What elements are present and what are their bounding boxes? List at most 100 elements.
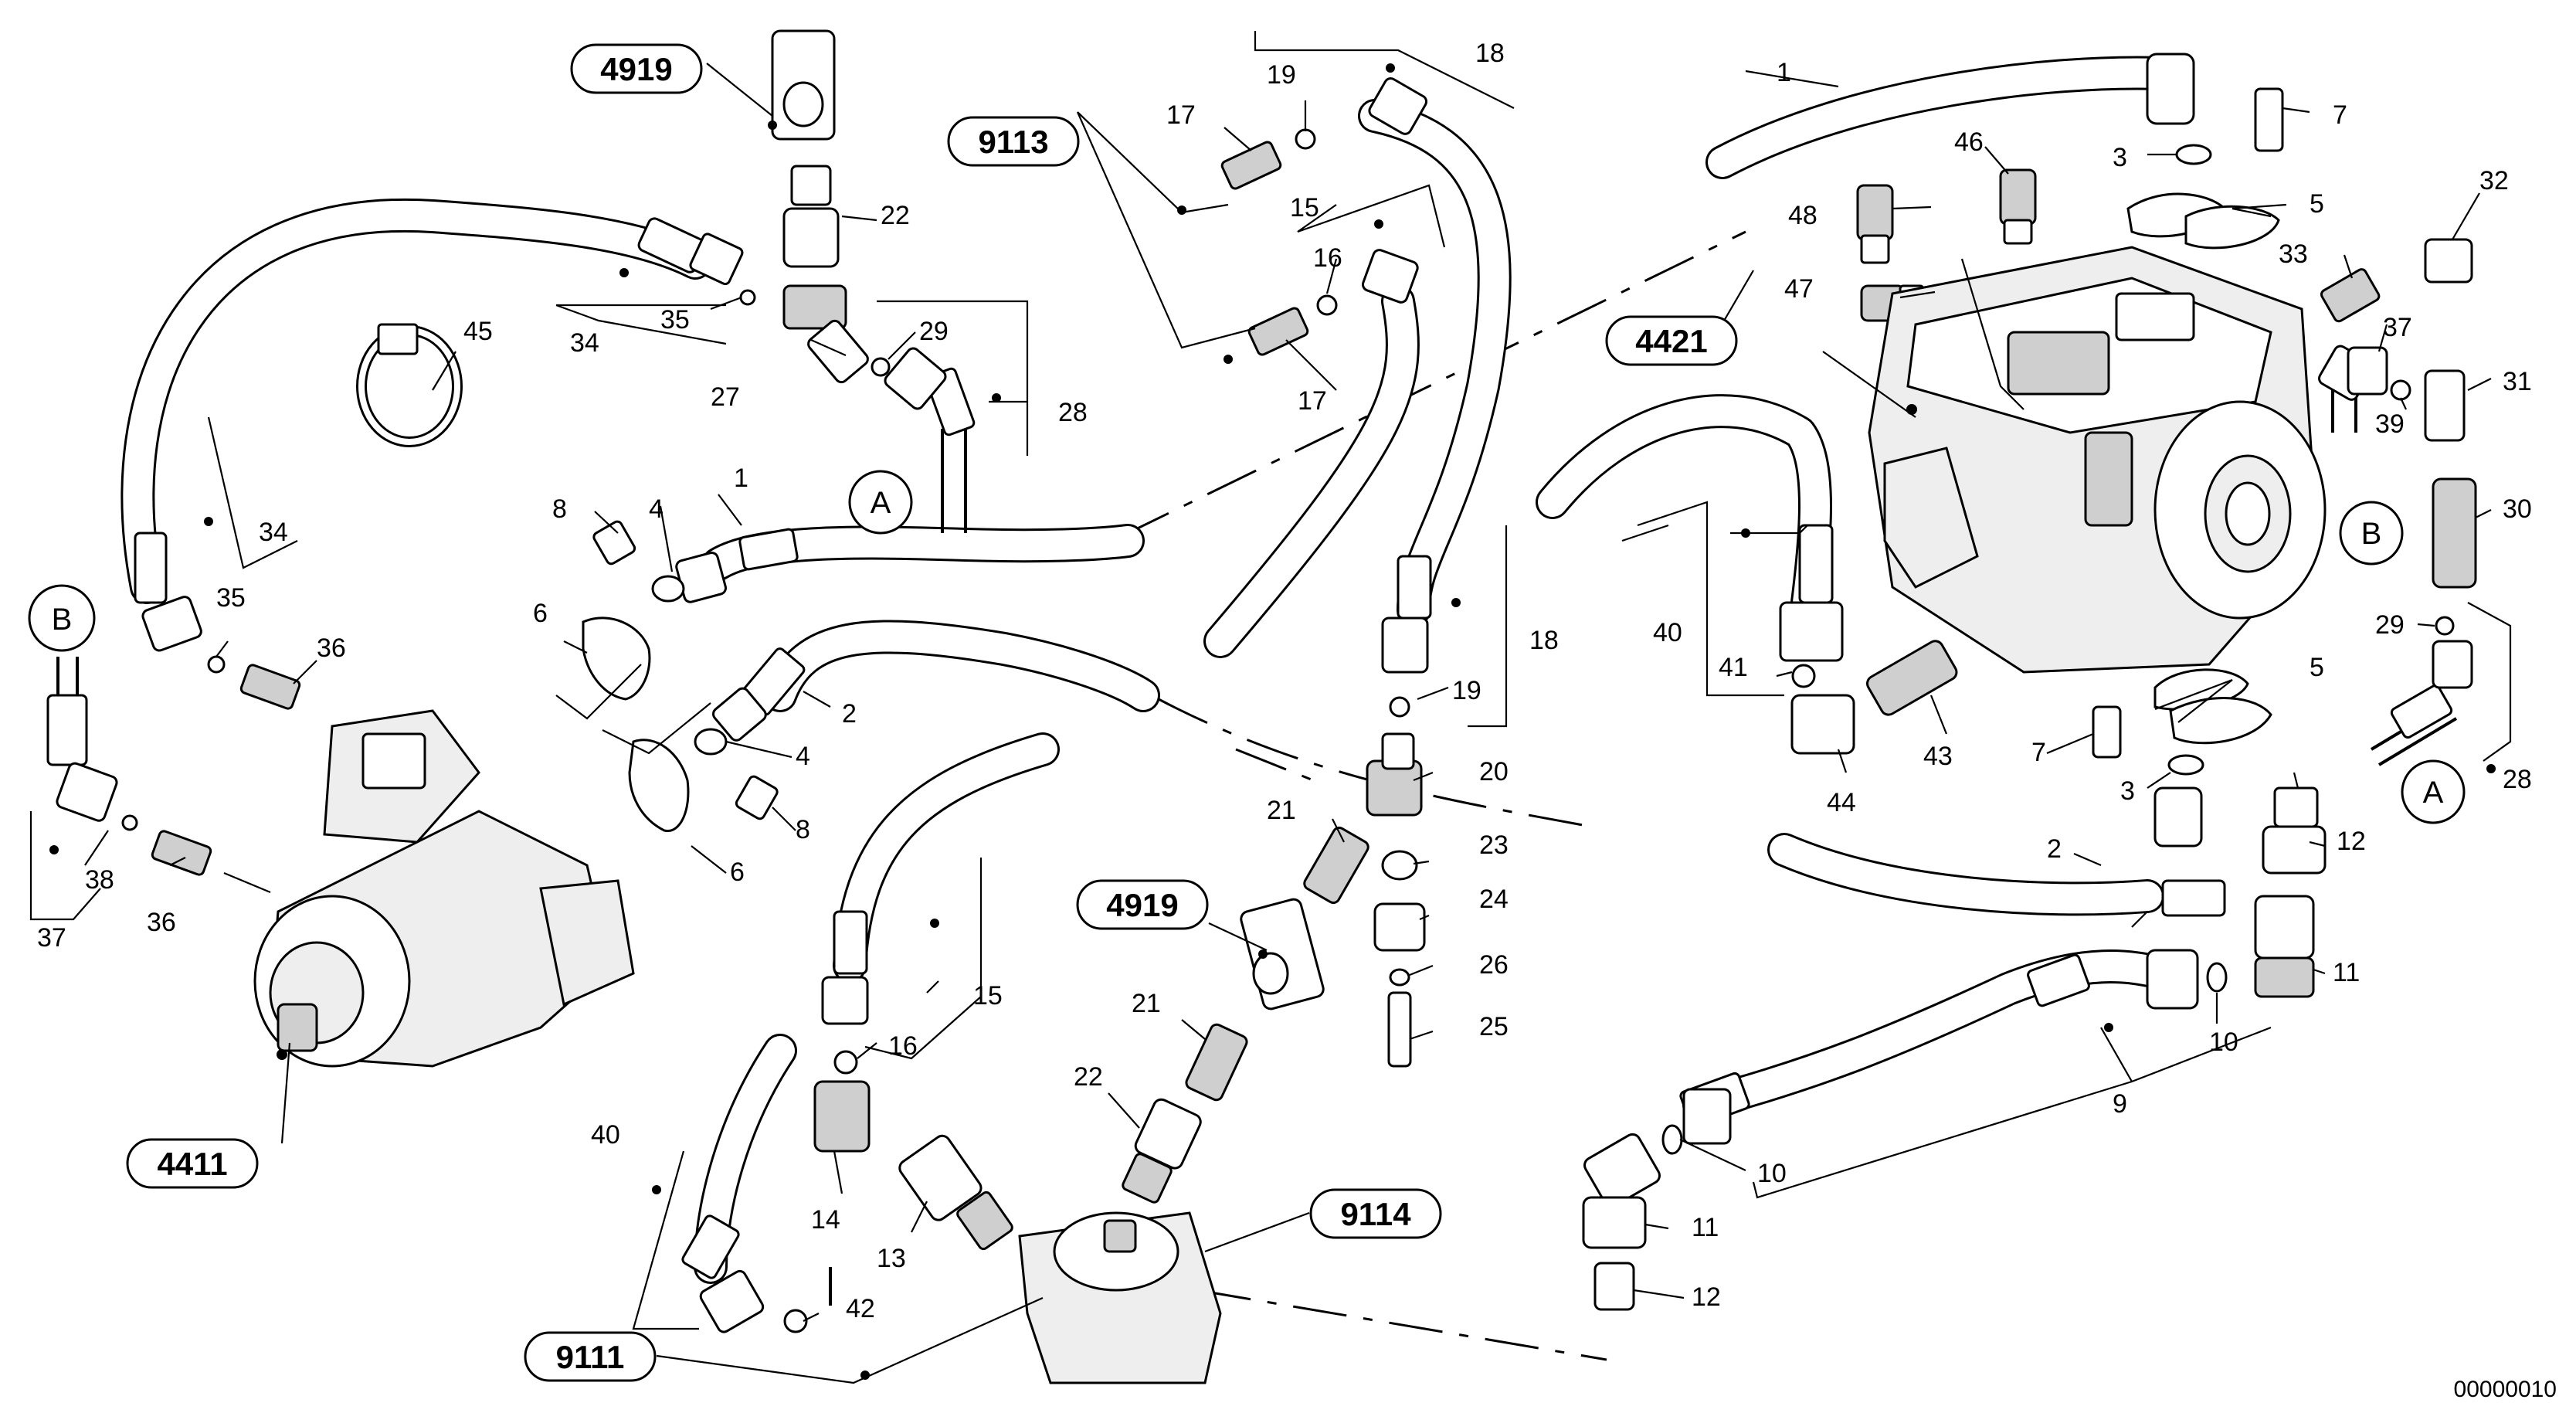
callout-19b: 19 — [1452, 676, 1481, 705]
callout-27: 27 — [711, 382, 740, 412]
callout-46: 46 — [1954, 127, 1984, 157]
connector-b-label: B — [52, 603, 73, 637]
callout-2b: 2 — [2047, 834, 2062, 864]
part-callouts: 22 35 29 27 28 45 34 34 1 8 4 6 35 36 2 … — [37, 39, 2532, 1323]
callout-35: 35 — [660, 305, 690, 335]
callout-18b: 18 — [1529, 626, 1559, 655]
callout-48: 48 — [1788, 201, 1817, 230]
tag-4421[interactable]: 4421 — [1605, 315, 1738, 366]
tag-4919-top[interactable]: 4919 — [570, 43, 703, 94]
callout-40: 40 — [591, 1120, 620, 1150]
callout-17b: 17 — [1298, 386, 1327, 416]
callout-22b: 22 — [1074, 1062, 1103, 1092]
callout-19: 19 — [1267, 60, 1296, 90]
callout-21b: 21 — [1132, 989, 1161, 1018]
callout-24: 24 — [1479, 885, 1509, 914]
callout-2: 2 — [842, 699, 857, 729]
callout-20: 20 — [1479, 757, 1509, 786]
callout-44: 44 — [1827, 788, 1856, 817]
callout-3: 3 — [2113, 143, 2127, 172]
callout-21: 21 — [1267, 796, 1296, 825]
callout-6b: 6 — [730, 858, 745, 887]
connector-b-label-right: B — [2361, 517, 2382, 551]
tag-4411[interactable]: 4411 — [126, 1138, 259, 1189]
callout-37: 37 — [37, 923, 66, 953]
tag-4919-mid-label: 4919 — [1106, 887, 1178, 923]
callout-29: 29 — [919, 317, 949, 346]
callout-33: 33 — [2279, 239, 2308, 269]
callout-17: 17 — [1166, 100, 1196, 130]
pump-4421-illustration — [1868, 246, 2327, 674]
callout-28b: 28 — [2503, 765, 2532, 794]
callout-12: 12 — [2337, 827, 2366, 856]
drawing-reference: 00000010 — [2454, 1377, 2557, 1402]
callout-23: 23 — [1479, 830, 1509, 860]
dashed-connection-lines — [1119, 230, 1746, 1361]
tag-9113[interactable]: 9113 — [947, 116, 1080, 167]
connector-a-left: A — [848, 470, 913, 535]
callout-47: 47 — [1784, 274, 1814, 304]
tag-9114-label: 9114 — [1340, 1196, 1411, 1232]
callout-15: 15 — [1290, 193, 1319, 222]
tag-4411-label: 4411 — [157, 1146, 227, 1182]
callout-35b: 35 — [216, 583, 246, 613]
connector-b-right: B — [2339, 501, 2404, 566]
callout-13: 13 — [877, 1244, 906, 1273]
callout-12b: 12 — [1692, 1282, 1721, 1312]
small-parts — [121, 29, 2477, 1384]
callout-30: 30 — [2503, 494, 2532, 524]
callout-7: 7 — [2333, 100, 2347, 130]
callout-34: 34 — [570, 328, 599, 358]
callout-7b: 7 — [2031, 738, 2046, 767]
connector-a-label-right: A — [2423, 776, 2444, 810]
callout-4b: 4 — [796, 742, 810, 771]
callout-40b: 40 — [1653, 618, 1682, 647]
callout-41: 41 — [1719, 653, 1748, 682]
callout-32: 32 — [2479, 166, 2509, 195]
callout-8b: 8 — [796, 815, 810, 844]
tag-9114[interactable]: 9114 — [1309, 1188, 1442, 1239]
callout-11: 11 — [2333, 958, 2360, 987]
callout-10: 10 — [2209, 1027, 2238, 1057]
marker-dots — [49, 63, 2496, 1380]
hose-fittings — [46, 53, 2473, 1333]
callout-4: 4 — [649, 494, 664, 524]
callout-14: 14 — [811, 1205, 840, 1235]
callout-10b: 10 — [1757, 1159, 1787, 1188]
callout-16: 16 — [1313, 243, 1342, 273]
callout-15b: 15 — [973, 981, 1003, 1010]
callout-29b: 29 — [2375, 610, 2405, 640]
callout-37b: 37 — [2383, 313, 2412, 342]
callout-3b: 3 — [2120, 776, 2135, 806]
callout-5b: 5 — [2310, 653, 2324, 682]
callout-9: 9 — [2113, 1089, 2127, 1119]
callout-5: 5 — [2310, 189, 2324, 219]
callout-25: 25 — [1479, 1012, 1509, 1041]
tag-4919-mid[interactable]: 4919 — [1076, 879, 1209, 930]
callout-34b: 34 — [259, 518, 288, 547]
leader-lines — [29, 31, 2512, 1384]
callout-28: 28 — [1058, 398, 1088, 427]
hoses — [120, 56, 2180, 1284]
callout-8: 8 — [552, 494, 567, 524]
tag-9111-label: 9111 — [556, 1339, 625, 1375]
callout-42: 42 — [846, 1294, 875, 1323]
tag-4421-label: 4421 — [1635, 323, 1707, 359]
callout-6: 6 — [533, 599, 548, 628]
connector-a-label: A — [871, 486, 891, 520]
tag-9111[interactable]: 9111 — [524, 1331, 657, 1382]
callout-38: 38 — [85, 865, 114, 895]
callout-1b: 1 — [1777, 58, 1791, 87]
callout-26: 26 — [1479, 950, 1509, 980]
connector-a-right: A — [2401, 759, 2466, 824]
callout-36: 36 — [317, 633, 346, 663]
callout-45: 45 — [463, 317, 493, 346]
callout-31: 31 — [2503, 367, 2532, 396]
connector-b-left: B — [28, 584, 96, 652]
callout-1: 1 — [734, 464, 748, 493]
tag-4919-top-label: 4919 — [600, 51, 672, 87]
tag-9113-label: 9113 — [978, 124, 1048, 160]
motor-4411-illustration — [253, 709, 635, 1068]
